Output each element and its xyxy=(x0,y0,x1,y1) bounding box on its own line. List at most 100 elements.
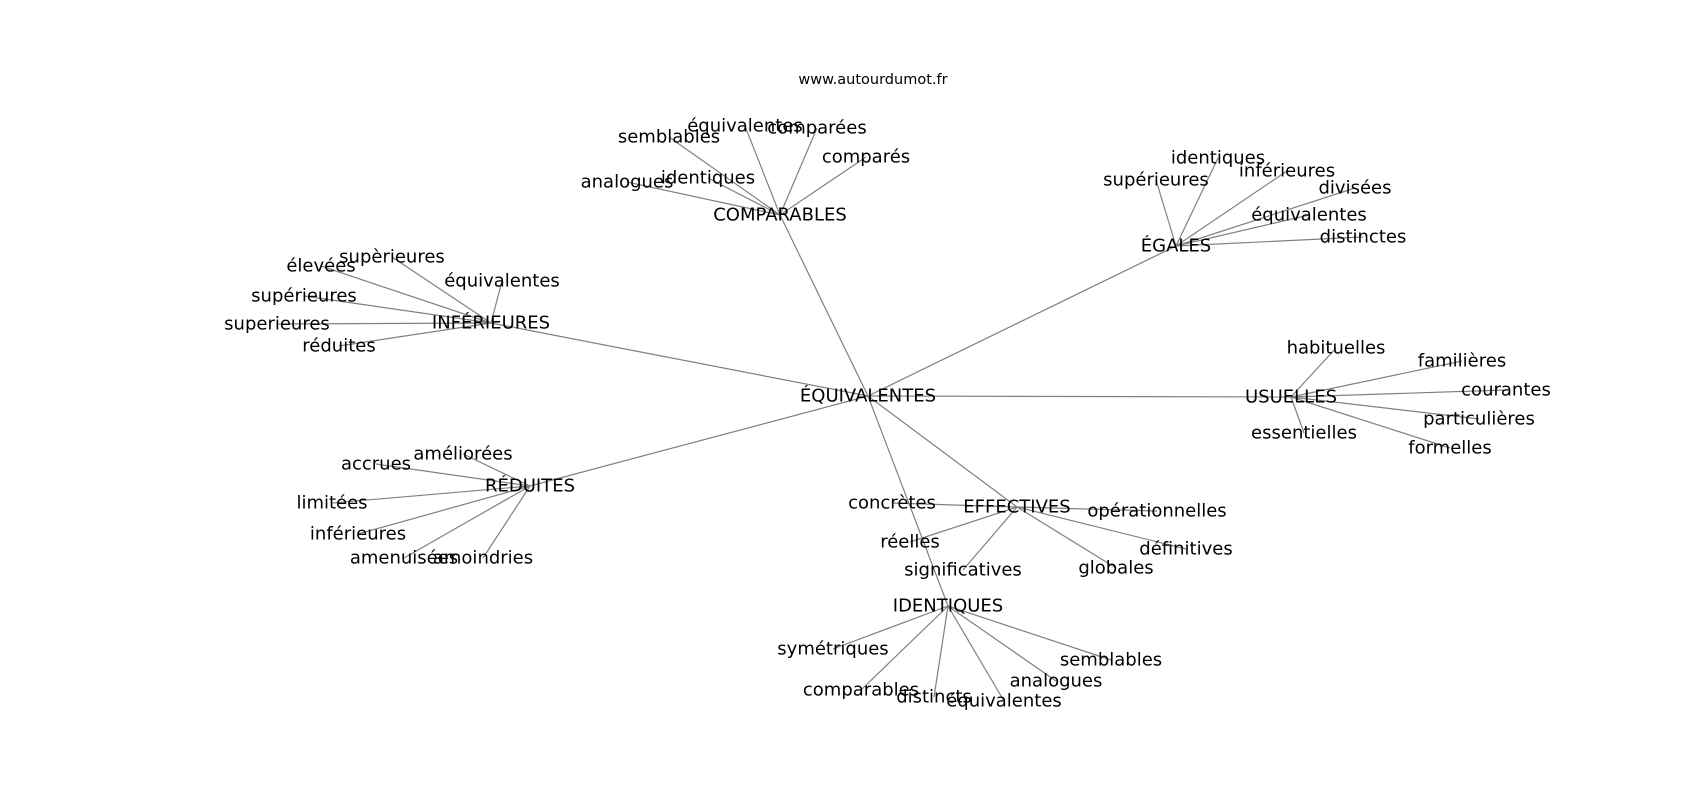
edge-hub-leaf xyxy=(707,177,781,216)
edge-hub-leaf xyxy=(303,295,492,324)
leaf-node-label: formelles xyxy=(1408,438,1492,459)
edge-hub-leaf xyxy=(1175,236,1364,247)
edge-center-hub xyxy=(779,214,869,397)
edge-hub-leaf xyxy=(947,605,1005,702)
labels-layer: ÉQUIVALENTESCOMPARABLESéquivalentescompa… xyxy=(224,116,1551,712)
leaf-node-label: équivalentes xyxy=(1251,205,1367,226)
leaf-node-label: définitives xyxy=(1139,539,1232,560)
edge-hub-leaf xyxy=(403,485,531,559)
edge-hub-leaf xyxy=(1175,214,1310,247)
leaf-node-label: semblables xyxy=(618,127,720,148)
edge-hub-leaf xyxy=(1016,506,1187,550)
leaf-node-label: concrètes xyxy=(848,493,936,514)
edge-hub-leaf xyxy=(909,506,1018,543)
leaf-node-label: identiques xyxy=(1171,148,1265,169)
edge-hub-leaf xyxy=(860,605,949,691)
leaf-node-label: divisées xyxy=(1319,178,1392,199)
leaf-node-label: réelles xyxy=(880,532,940,553)
edge-hub-leaf xyxy=(331,485,531,504)
edge-hub-leaf xyxy=(1175,187,1356,247)
edge-hub-leaf xyxy=(1175,170,1288,247)
edge-hub-leaf xyxy=(744,125,781,216)
edge-hub-leaf xyxy=(1016,506,1117,569)
leaf-node-label: équivalentes xyxy=(444,271,560,292)
edge-hub-leaf xyxy=(668,136,781,216)
edge-hub-leaf xyxy=(1290,360,1463,398)
edge-hub-leaf xyxy=(1290,389,1507,398)
edge-hub-leaf xyxy=(962,506,1018,571)
edge-hub-leaf xyxy=(779,156,867,216)
edge-hub-leaf xyxy=(1016,506,1158,512)
hub-node-label: ÉGALES xyxy=(1141,235,1211,257)
edge-hub-leaf xyxy=(357,485,531,535)
leaf-node-label: comparés xyxy=(822,147,910,168)
source-url: www.autourdumot.fr xyxy=(798,72,948,88)
edge-hub-leaf xyxy=(490,280,503,324)
leaf-node-label: supérieures xyxy=(251,286,357,307)
edge-hub-leaf xyxy=(462,453,531,487)
leaf-node-label: limitées xyxy=(296,493,367,514)
edge-hub-leaf xyxy=(1290,396,1451,449)
edge-hub-leaf xyxy=(320,265,492,324)
leaf-node-label: comparées xyxy=(767,118,866,139)
edge-hub-leaf xyxy=(947,605,1057,682)
leaf-node-label: réduites xyxy=(302,336,375,357)
leaf-node-label: supérieures xyxy=(1103,170,1209,191)
edge-hub-leaf xyxy=(276,322,492,325)
leaf-node-label: symétriques xyxy=(777,639,888,660)
hub-node-label: RÉDUITES xyxy=(485,475,575,497)
leaf-node-label: habituelles xyxy=(1287,338,1386,359)
leaf-node-label: superieures xyxy=(224,314,330,335)
edge-hub-leaf xyxy=(933,605,949,698)
edge-hub-leaf xyxy=(891,502,1018,508)
leaf-node-label: opérationnelles xyxy=(1087,501,1226,522)
center-node-label: ÉQUIVALENTES xyxy=(800,385,936,407)
hub-node-label: INFÉRIEURES xyxy=(432,312,550,334)
edge-hub-leaf xyxy=(832,605,949,650)
edge-center-hub xyxy=(867,395,1292,398)
leaf-node-label: semblables xyxy=(1060,650,1162,671)
leaf-node-label: inférieures xyxy=(310,524,406,545)
edge-hub-leaf xyxy=(1290,396,1305,434)
leaf-node-label: analogues xyxy=(581,172,674,193)
edge-center-hub xyxy=(490,322,869,397)
edge-center-hub xyxy=(867,245,1177,397)
edge-center-hub xyxy=(867,395,949,607)
edge-hub-leaf xyxy=(391,256,492,324)
leaf-node-label: distincts xyxy=(896,687,972,708)
edge-hub-leaf xyxy=(1155,179,1177,247)
leaf-node-label: équivalentes xyxy=(946,691,1062,712)
leaf-node-label: équivalentes xyxy=(687,116,803,137)
leaf-node-label: élevées xyxy=(286,256,355,277)
edge-hub-leaf xyxy=(1175,157,1219,247)
edge-hub-leaf xyxy=(779,127,818,216)
leaf-node-label: analogues xyxy=(1010,671,1103,692)
hub-node-label: IDENTIQUES xyxy=(893,596,1003,617)
edge-center-hub xyxy=(529,395,869,487)
leaf-node-label: significatives xyxy=(904,560,1022,581)
edge-hub-leaf xyxy=(482,485,531,559)
leaf-node-label: comparables xyxy=(803,680,919,701)
edge-hub-leaf xyxy=(338,322,492,347)
leaf-node-label: amoindries xyxy=(433,548,533,569)
leaf-node-label: essentielles xyxy=(1251,423,1357,444)
edge-center-hub xyxy=(867,395,1018,508)
hub-node-label: COMPARABLES xyxy=(713,205,847,226)
leaf-node-label: améliorées xyxy=(413,444,512,465)
leaf-node-label: familières xyxy=(1418,351,1506,372)
hub-node-label: USUELLES xyxy=(1245,387,1337,408)
edges-layer xyxy=(276,125,1507,702)
leaf-node-label: courantes xyxy=(1461,380,1551,401)
leaf-node-label: accrues xyxy=(341,454,411,475)
edge-hub-leaf xyxy=(626,181,781,216)
leaf-node-label: inférieures xyxy=(1239,161,1335,182)
hub-node-label: EFFECTIVES xyxy=(963,497,1070,518)
leaf-node-label: particulières xyxy=(1423,409,1535,430)
leaf-node-label: identiques xyxy=(661,168,755,189)
leaf-node-label: supèrieures xyxy=(339,247,445,268)
edge-hub-leaf xyxy=(1290,396,1480,420)
leaf-node-label: distinctes xyxy=(1320,227,1407,248)
edge-hub-leaf xyxy=(1290,347,1337,398)
